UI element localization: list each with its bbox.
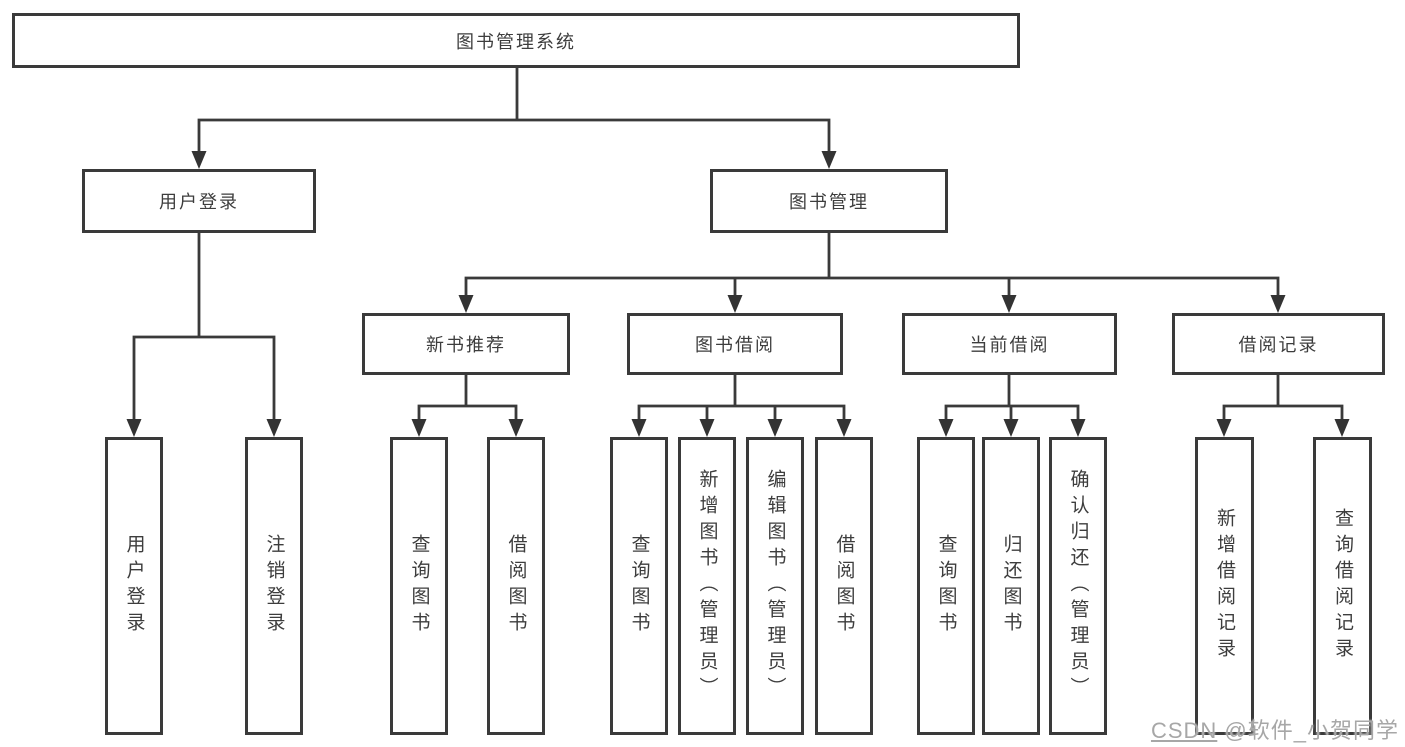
arrowhead <box>1003 419 1019 437</box>
node-label: 查询图书 <box>628 534 650 638</box>
leaf-borrow-books-recommend: 借阅图书 <box>487 437 545 735</box>
node-label: 借阅记录 <box>1238 335 1319 355</box>
watermark-csdn: CSDN <box>1150 718 1218 743</box>
arrowhead <box>821 151 837 169</box>
leaf-borrow-books-borrowing: 借阅图书 <box>815 437 873 735</box>
arrowhead <box>767 419 783 437</box>
node-label: 新书推荐 <box>426 335 506 355</box>
leaf-add-book-admin: 新增图书（管理员） <box>678 437 736 735</box>
node-user-login: 用户登录 <box>82 169 316 233</box>
node-label: 查询图书 <box>935 534 957 638</box>
node-label: 查询借阅记录 <box>1332 508 1353 664</box>
arrowhead <box>1270 295 1286 313</box>
arrowhead <box>266 419 282 437</box>
node-label: 注销登录 <box>263 534 285 638</box>
leaf-add-borrow-record: 新增借阅记录 <box>1195 437 1254 735</box>
node-book-borrowing: 图书借阅 <box>627 313 843 375</box>
arrowhead <box>1070 419 1086 437</box>
arrowhead <box>1216 419 1232 437</box>
leaf-query-books-current: 查询图书 <box>917 437 975 735</box>
node-current-borrowing: 当前借阅 <box>902 313 1117 375</box>
connector-new-book-to-leaves <box>417 373 518 423</box>
watermark: CSDN @软件_小贺同学 <box>1151 713 1399 745</box>
connector-book-management-to-level3 <box>464 231 1280 299</box>
arrowhead <box>1334 419 1350 437</box>
leaf-return-books: 归还图书 <box>982 437 1040 735</box>
node-label: 查询图书 <box>408 534 430 638</box>
arrowhead <box>727 295 743 313</box>
connector-root-to-level2 <box>197 66 831 155</box>
arrowhead <box>631 419 647 437</box>
arrowhead <box>836 419 852 437</box>
leaf-confirm-return-admin: 确认归还（管理员） <box>1049 437 1107 735</box>
arrowhead <box>191 151 207 169</box>
node-label: 当前借阅 <box>969 335 1050 355</box>
leaf-query-books-borrowing: 查询图书 <box>610 437 668 735</box>
arrowhead <box>508 419 524 437</box>
arrowhead <box>126 419 142 437</box>
arrowhead <box>1001 295 1017 313</box>
leaf-query-borrow-record: 查询借阅记录 <box>1313 437 1372 735</box>
node-borrowing-records: 借阅记录 <box>1172 313 1385 375</box>
connector-book-borrowing-to-leaves <box>637 373 846 423</box>
node-label: 新增图书（管理员） <box>696 469 718 703</box>
leaf-edit-book-admin: 编辑图书（管理员） <box>746 437 804 735</box>
arrowhead <box>938 419 954 437</box>
arrowhead <box>699 419 715 437</box>
leaf-query-books-recommend: 查询图书 <box>390 437 448 735</box>
connector-current-borrowing-to-leaves <box>944 373 1080 423</box>
node-label: 新增借阅记录 <box>1214 508 1235 664</box>
node-label: 图书借阅 <box>695 335 775 355</box>
node-label: 编辑图书（管理员） <box>764 469 786 703</box>
node-label: 用户登录 <box>159 192 239 212</box>
node-book-management: 图书管理 <box>710 169 948 233</box>
node-label: 确认归还（管理员） <box>1067 469 1089 703</box>
node-new-book-recommendation: 新书推荐 <box>362 313 570 375</box>
connector-borrow-records-to-leaves <box>1222 373 1344 423</box>
arrowhead <box>458 295 474 313</box>
node-label: 用户登录 <box>123 534 145 638</box>
watermark-author: @软件_小贺同学 <box>1217 718 1399 743</box>
node-label: 图书管理系统 <box>456 31 576 52</box>
node-library-system: 图书管理系统 <box>12 13 1020 68</box>
leaf-user-login: 用户登录 <box>105 437 163 735</box>
node-label: 借阅图书 <box>833 534 855 638</box>
connector-user-login-to-leaves <box>132 231 276 423</box>
node-label: 图书管理 <box>789 192 869 212</box>
leaf-logout-login: 注销登录 <box>245 437 303 735</box>
node-label: 归还图书 <box>1000 534 1022 638</box>
arrowhead <box>411 419 427 437</box>
node-label: 借阅图书 <box>505 534 527 638</box>
